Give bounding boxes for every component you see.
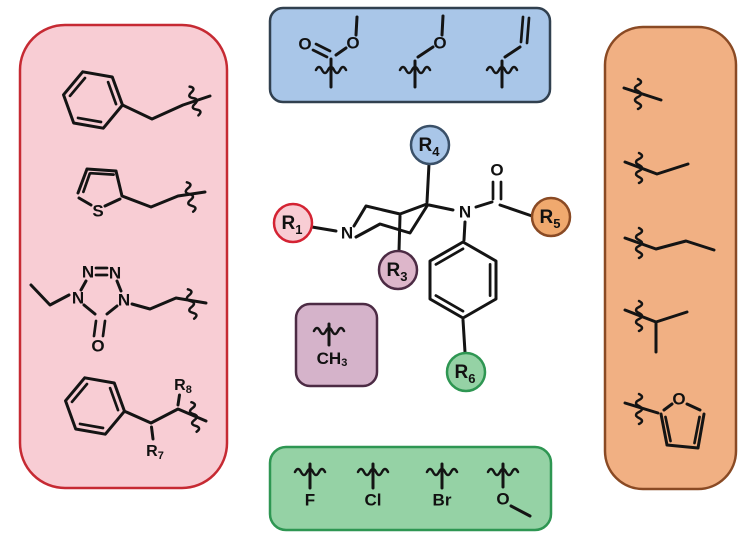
methyl-ester-bonds — [329, 15, 359, 89]
r7-sub: 7 — [158, 450, 164, 462]
phenyl-r7-r8-structure: R7 R8 — [64, 376, 208, 463]
r8-base: R — [174, 377, 186, 394]
r3-sub: 3 — [400, 269, 407, 284]
allyl-double-bond — [519, 15, 531, 45]
ethyl-structure — [623, 151, 690, 185]
r1-label: R1 — [282, 213, 303, 237]
methyl-bond — [622, 86, 663, 102]
r4-panel-box — [268, 6, 552, 104]
r3-circle — [377, 249, 419, 291]
methyl-structure — [622, 77, 663, 111]
chloro-structure: Cl — [356, 462, 390, 510]
r4-base: R — [419, 135, 433, 156]
r6-sub: 6 — [468, 371, 475, 386]
piperidine-nitrogen-label: N — [341, 224, 353, 243]
phenyl-r7-r8-bonds — [64, 376, 208, 441]
fluorine-label: F — [305, 491, 315, 510]
thiophene-sulfur-label: S — [92, 202, 103, 221]
r8-label: R8 — [174, 377, 192, 397]
ch3-base: CH — [317, 349, 342, 368]
methoxymethyl-bonds — [413, 14, 445, 89]
r4-circle — [409, 124, 451, 166]
thienylethyl-bonds — [76, 167, 207, 209]
furyl-double-bonds — [664, 415, 701, 445]
scaffold-bonds — [310, 162, 534, 354]
r5-panel-box — [603, 25, 738, 491]
tetrazole-n-right-label: N — [118, 291, 130, 310]
scaffold-double-bonds — [434, 180, 503, 313]
isopropyl-structure — [623, 299, 689, 354]
furan-oxygen-label: O — [672, 390, 685, 409]
r5-sub: 5 — [553, 216, 560, 231]
r5-circle — [530, 196, 572, 238]
methyl-ch3-structure: CH3 — [312, 322, 348, 370]
propyl-bonds — [623, 236, 716, 252]
tetrazolone-structure: N N N N O — [29, 263, 208, 356]
ester-ether-oxygen-label: O — [346, 34, 359, 53]
methyl-ester-double-bond — [311, 42, 332, 59]
r3-options-panel: CH3 — [294, 302, 379, 388]
bromo-structure: Br — [425, 462, 459, 510]
r7-base: R — [146, 443, 158, 460]
isopropyl-bonds — [623, 308, 689, 354]
allyl-structure — [485, 15, 531, 89]
methoxymethyl-structure: O — [398, 14, 447, 89]
chlorine-label: Cl — [365, 491, 382, 510]
r5-options-panel: O — [603, 25, 738, 491]
ethyl-bonds — [623, 160, 690, 176]
r5-base: R — [540, 207, 554, 228]
ch3-label: CH3 — [317, 349, 348, 370]
bromine-label: Br — [433, 491, 452, 510]
phenethyl-double-bonds — [68, 76, 118, 124]
thienylethyl-double-bonds — [82, 171, 115, 194]
tetrazolone-bonds — [29, 279, 208, 316]
phenyl-r7-r8-double-bonds — [70, 382, 120, 430]
r4-label: R4 — [419, 135, 441, 159]
tetrazolone-double-bonds — [92, 266, 109, 338]
carbonyl-oxygen-label: O — [490, 161, 503, 180]
r3-label: R3 — [387, 260, 408, 284]
ester-carbonyl-oxygen-label: O — [298, 35, 311, 54]
r6-circle — [445, 351, 487, 393]
anilide-nitrogen-label: N — [459, 203, 471, 222]
r1-sub: 1 — [295, 222, 302, 237]
thienylethyl-structure: S — [76, 167, 207, 221]
r6-options-panel: F Cl Br O — [268, 445, 553, 532]
methoxy-oxygen-label: O — [496, 490, 509, 509]
tetrazole-n-top-left-label: N — [82, 263, 94, 282]
r8-sub: 8 — [186, 384, 192, 396]
r4-sub: 4 — [432, 144, 440, 159]
ch3-sub: 3 — [341, 357, 347, 369]
r4-options-panel: O O O — [268, 6, 552, 104]
tetrazole-n-left-label: N — [72, 289, 84, 308]
propyl-structure — [623, 226, 716, 260]
r6-label: R6 — [455, 362, 476, 386]
r1-panel-box — [18, 23, 229, 490]
fluoro-structure: F — [293, 462, 327, 510]
methoxymethyl-oxygen-label: O — [433, 34, 446, 53]
r6-base: R — [455, 362, 469, 383]
tetrazolone-oxygen-label: O — [91, 337, 104, 356]
r3-base: R — [387, 260, 401, 281]
r1-circle — [272, 202, 314, 244]
r3-panel-box — [294, 302, 379, 388]
r6-panel-box — [268, 445, 553, 532]
allyl-bonds — [500, 45, 522, 89]
phenethyl-structure — [62, 70, 212, 130]
methoxy-structure: O — [486, 462, 532, 518]
r5-label: R5 — [540, 207, 561, 231]
methyl-ester-structure: O O — [298, 15, 360, 89]
r1-base: R — [282, 213, 296, 234]
tetrazole-n-top-right-label: N — [109, 264, 121, 283]
fentanyl-scaffold: N N O R1 R3 R4 R5 R6 — [272, 124, 572, 393]
r7-label: R7 — [146, 443, 164, 463]
furyl-structure: O — [623, 390, 706, 450]
r1-options-panel: S N N N N O R7 R8 — [18, 23, 229, 490]
